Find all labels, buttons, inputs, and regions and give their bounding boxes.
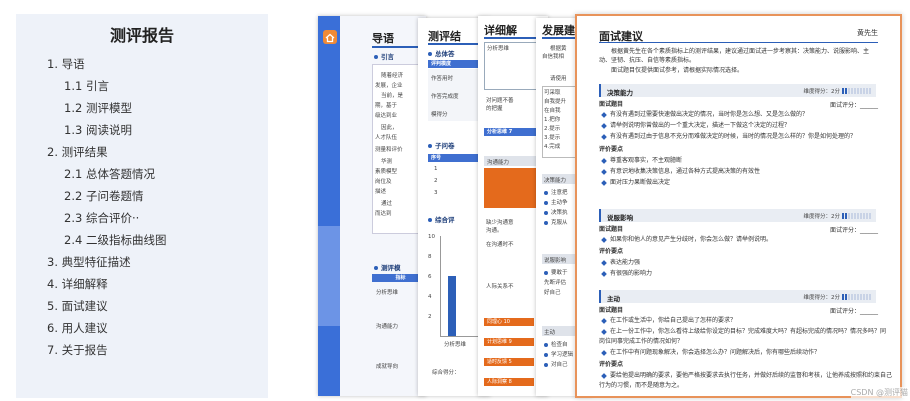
- toc-item[interactable]: 2.3 综合评价··: [64, 211, 140, 225]
- page-thumb-interview-advice[interactable]: 面试建议 黄先生 根据黄先生在各个素质指标上的测评结果，建议通过面试进一步考察其…: [575, 14, 902, 398]
- intro-text-block: 随着经济 发展，企业 当前，是 期，基于 级达到业 因此， 人才队伍 测量和评价…: [372, 64, 426, 234]
- toc-item[interactable]: 1.2 测评模型: [64, 101, 132, 115]
- page-heading: 测评结: [428, 30, 461, 43]
- table-header: 指标: [372, 274, 426, 282]
- watermark: CSDN @测评猫: [850, 387, 908, 398]
- toc-item[interactable]: 1.3 阅读说明: [64, 123, 132, 137]
- candidate-name: 黄先生: [857, 29, 878, 37]
- page-side-band: [318, 16, 340, 396]
- section-heading: 综合评: [428, 214, 455, 224]
- section-header-persuasion: 说服影响 维度得分：2分: [599, 209, 876, 222]
- heading-underline: [542, 37, 592, 39]
- toc-item[interactable]: 1. 导语: [47, 57, 85, 71]
- toc-item[interactable]: 2.2 子问卷题情: [64, 189, 144, 203]
- home-icon: [323, 30, 337, 44]
- toc-item[interactable]: 5. 面试建议: [47, 299, 108, 313]
- heading-underline: [428, 43, 488, 45]
- toc-item[interactable]: 2. 测评结果: [47, 145, 108, 159]
- toc-item[interactable]: 6. 用人建议: [47, 321, 108, 335]
- section-heading: 引言: [374, 51, 394, 61]
- intro-text: 根据黄先生在各个素质指标上的测评结果，建议通过面试进一步考察其：决策能力、说服影…: [611, 48, 870, 55]
- toc-item[interactable]: 2.4 二级指标曲线图: [64, 233, 167, 247]
- section-heading: 子问卷: [428, 140, 455, 150]
- decor-band: [318, 226, 340, 326]
- toc-item[interactable]: 3. 典型特征描述: [47, 255, 131, 269]
- toc-panel: 测评报告 1. 导语 1.1 引言 1.2 测评模型 1.3 阅读说明 2. 测…: [16, 14, 268, 398]
- heading-underline: [372, 46, 422, 48]
- toc-item[interactable]: 7. 关于报告: [47, 343, 108, 357]
- heading-underline: [484, 37, 548, 39]
- page-thumb-intro[interactable]: 导语 引言 随着经济 发展，企业 当前，是 期，基于 级达到业 因此， 人才队伍…: [318, 16, 426, 396]
- toc-item[interactable]: 1.1 引言: [64, 79, 109, 93]
- toc-item[interactable]: 4. 详细解释: [47, 277, 108, 291]
- section-heading: 总体答: [428, 48, 455, 58]
- table-header: 评判模度: [428, 60, 490, 68]
- page-title: 面试建议: [599, 30, 643, 43]
- section-header-decision: 决策能力 维度得分：2分: [599, 84, 876, 97]
- chart-bar: [448, 276, 456, 336]
- page-heading: 发展建: [542, 24, 575, 37]
- section-heading: 测评模: [374, 262, 401, 272]
- report-page-thumbnails: 导语 引言 随着经济 发展，企业 当前，是 期，基于 级达到业 因此， 人才队伍…: [318, 14, 908, 398]
- page-heading: 详细解: [484, 24, 517, 37]
- toc-title: 测评报告: [109, 26, 174, 45]
- page-heading: 导语: [372, 32, 394, 45]
- title-divider: [599, 42, 878, 43]
- table-header: 序号: [428, 154, 490, 162]
- toc-item[interactable]: 2.1 总体答题情况: [64, 167, 155, 181]
- section-header-initiative: 主动 维度得分：2分: [599, 290, 876, 303]
